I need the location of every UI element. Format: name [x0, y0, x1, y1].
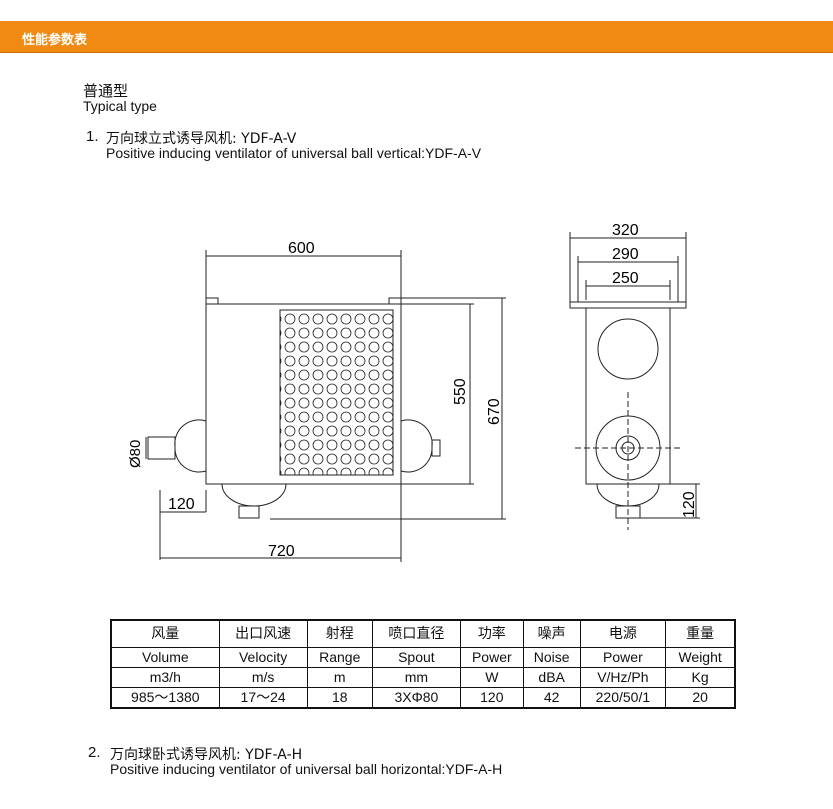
header-en-cell: Range	[306, 647, 373, 668]
item1-title-en: Positive inducing ventilator of universa…	[106, 145, 482, 161]
item2-title-cn: 万向球卧式诱导风机: YDF-A-H	[110, 747, 303, 763]
front-view	[145, 250, 506, 562]
header-en-cell: Noise	[522, 647, 581, 668]
unit-cell: V/Hz/Ph	[579, 667, 667, 688]
value-cell: 3XΦ80	[371, 687, 461, 709]
technical-drawing: 600 550 670 Ø80 120 720 320 290	[127, 222, 700, 562]
table-row: 风量 出口风速 射程 喷口直径 功率 噪声 电源 重量	[110, 619, 736, 648]
header-cn-cell: 噪声	[522, 619, 581, 648]
unit-cell: m/s	[218, 667, 308, 688]
item1-title-cn: 万向球立式诱导风机: YDF-A-V	[106, 131, 297, 147]
table-row: m3/h m/s m mm W dBA V/Hz/Ph Kg	[110, 667, 736, 688]
unit-cell: dBA	[522, 667, 581, 688]
header-en-cell: Power	[459, 647, 524, 668]
value-cell: 17～24	[218, 687, 308, 709]
header-cn-cell: 风量	[110, 619, 220, 648]
item1-number: 1.	[86, 128, 99, 145]
unit-cell: W	[459, 667, 524, 688]
banner-title: 性能参数表	[22, 33, 88, 48]
type-title-en: Typical type	[83, 98, 157, 114]
unit-cell: mm	[371, 667, 461, 688]
section-banner: 性能参数表	[0, 21, 833, 53]
unit-cell: m	[306, 667, 373, 688]
item2-number: 2.	[88, 744, 101, 761]
dim-670: 670	[486, 398, 503, 425]
header-cn-cell: 出口风速	[218, 619, 308, 648]
header-cn-cell: 喷口直径	[371, 619, 461, 648]
spec-table: 风量 出口风速 射程 喷口直径 功率 噪声 电源 重量 Volume Veloc…	[110, 619, 736, 709]
value-cell: 120	[459, 687, 524, 709]
header-en-cell: Velocity	[218, 647, 308, 668]
header-en-cell: Weight	[665, 647, 736, 668]
value-cell: 42	[522, 687, 581, 709]
dim-600: 600	[288, 240, 315, 257]
header-en-cell: Spout	[371, 647, 461, 668]
value-cell: 20	[665, 687, 736, 709]
table-row: 985～1380 17～24 18 3XΦ80 120 42 220/50/1 …	[110, 687, 736, 709]
header-cn-cell: 功率	[459, 619, 524, 648]
header-en-cell: Volume	[110, 647, 220, 668]
type-title-cn: 普通型	[83, 82, 129, 100]
dim-290: 290	[612, 246, 639, 263]
header-cn-cell: 射程	[306, 619, 373, 648]
side-view	[569, 232, 700, 530]
dim-720: 720	[268, 543, 295, 560]
unit-cell: Kg	[665, 667, 736, 688]
dim-550: 550	[452, 378, 469, 405]
header-cn-cell: 电源	[579, 619, 667, 648]
header-en-cell: Power	[579, 647, 667, 668]
dim-120-side: 120	[681, 491, 698, 518]
dim-nozzle: Ø80	[127, 440, 144, 468]
value-cell: 220/50/1	[579, 687, 667, 709]
value-cell: 985～1380	[110, 687, 220, 709]
header-cn-cell: 重量	[665, 619, 736, 648]
item2-title-en: Positive inducing ventilator of universa…	[110, 761, 503, 777]
value-cell: 18	[306, 687, 373, 709]
dim-250: 250	[612, 270, 639, 287]
dim-320: 320	[612, 222, 639, 239]
table-row: Volume Velocity Range Spout Power Noise …	[110, 647, 736, 668]
unit-cell: m3/h	[110, 667, 220, 688]
dim-120-front: 120	[168, 496, 195, 513]
